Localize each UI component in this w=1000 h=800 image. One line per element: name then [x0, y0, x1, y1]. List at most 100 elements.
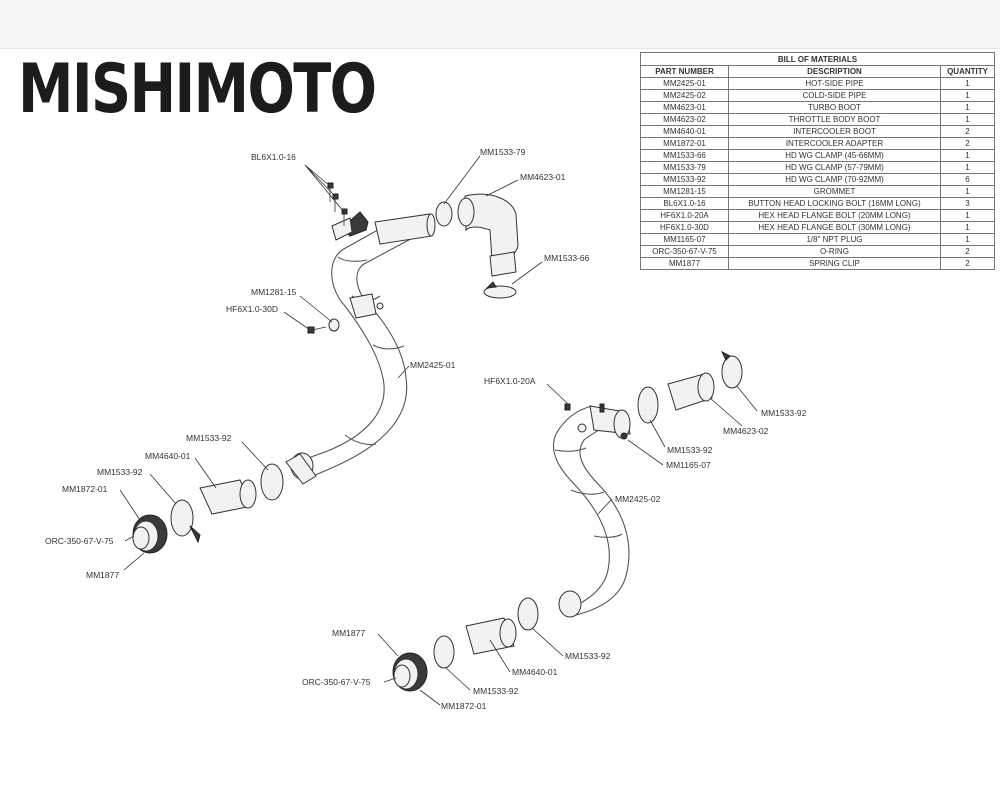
bom-cell-description: THROTTLE BODY BOOT: [728, 113, 941, 126]
bom-cell-quantity: 1: [939, 77, 996, 90]
bottom-clamp-stack-drawing: [392, 597, 539, 692]
hot-side-inlet-end: [374, 213, 436, 245]
bom-cell-quantity: 1: [939, 113, 996, 126]
bom-cell-quantity: 2: [939, 137, 996, 150]
callout-mm2425-02: MM2425-02: [615, 494, 661, 504]
callout-left-mm4640-01: MM4640-01: [145, 451, 191, 461]
bom-cell-description: HD WG CLAMP (57-79MM): [728, 161, 941, 174]
bom-cell-part-number: MM4640-01: [640, 125, 729, 138]
callout-mm4623-01: MM4623-01: [520, 172, 566, 182]
bom-cell-part-number: MM1872-01: [640, 137, 729, 150]
bom-cell-part-number: MM2425-01: [640, 77, 729, 90]
bom-cell-part-number: MM1533-79: [640, 161, 729, 174]
bom-cell-description: INTERCOOLER BOOT: [728, 125, 941, 138]
bom-cell-part-number: HF6X1.0-20A: [640, 209, 729, 222]
callout-bottom-orc-350-67-v-75: ORC-350-67-V-75: [302, 677, 371, 687]
bom-cell-description: HEX HEAD FLANGE BOLT (20MM LONG): [728, 209, 941, 222]
callout-left-mm1872-01: MM1872-01: [62, 484, 108, 494]
bom-cell-description: HD WG CLAMP (70-92MM): [728, 173, 941, 186]
bom-cell-quantity: 1: [939, 161, 996, 174]
bom-cell-quantity: 1: [939, 221, 996, 234]
bom-cell-part-number: MM1533-92: [640, 173, 729, 186]
cold-side-pipe-drawing: [552, 403, 631, 618]
bom-cell-description: SPRING CLIP: [728, 257, 941, 270]
callout-mm1533-66: MM1533-66: [544, 253, 590, 263]
callout-bottom-mm4640-01: MM4640-01: [512, 667, 558, 677]
callout-hf6x1-0-20a: HF6X1.0-20A: [484, 376, 536, 386]
callout-left-mm1533-92-b: MM1533-92: [97, 467, 143, 477]
bom-cell-description: BUTTON HEAD LOCKING BOLT (16MM LONG): [728, 197, 941, 210]
bom-cell-quantity: 1: [939, 89, 996, 102]
bom-cell-part-number: MM4623-02: [640, 113, 729, 126]
bom-cell-description: 1/8" NPT PLUG: [728, 233, 941, 246]
hot-side-flange-drawing: [331, 211, 369, 241]
callout-hf6x1-0-30d: HF6X1.0-30D: [226, 304, 278, 314]
bom-cell-quantity: 1: [939, 149, 996, 162]
callout-bl6x1-0-16: BL6X1.0-16: [251, 152, 296, 162]
bom-cell-part-number: HF6X1.0-30D: [640, 221, 729, 234]
bom-cell-description: HEX HEAD FLANGE BOLT (30MM LONG): [728, 221, 941, 234]
bom-cell-description: HOT-SIDE PIPE: [728, 77, 941, 90]
mishimoto-logo: MISHIMOTO: [18, 50, 377, 129]
callout-bottom-mm1877: MM1877: [332, 628, 365, 638]
callout-mm1165-07: MM1165-07: [666, 460, 711, 470]
bl6-bolts-drawing: [327, 182, 348, 226]
hot-side-pipe-drawing: [296, 221, 421, 481]
callout-bottom-mm1533-92-b: MM1533-92: [473, 686, 519, 696]
top-bar: [0, 0, 1000, 49]
callout-left-orc-350-67-v-75: ORC-350-67-V-75: [45, 536, 114, 546]
left-end-coupler: [285, 452, 317, 485]
callout-bottom-mm1872-01: MM1872-01: [441, 701, 487, 711]
callout-left-mm1533-92-a: MM1533-92: [186, 433, 232, 443]
bom-cell-description: GROMMET: [728, 185, 941, 198]
bom-cell-quantity: 1: [939, 185, 996, 198]
bom-cell-description: INTERCOOLER ADAPTER: [728, 137, 941, 150]
bom-cell-part-number: MM4623-01: [640, 101, 729, 114]
hf6-30d-bolt-drawing: [307, 318, 340, 334]
bom-header-quantity: QUANTITY: [939, 65, 996, 78]
bom-cell-quantity: 2: [939, 257, 996, 270]
callout-bottom-mm1533-92-a: MM1533-92: [565, 651, 611, 661]
callout-mm2425-01: MM2425-01: [410, 360, 456, 370]
bom-header-part-number: PART NUMBER: [640, 65, 729, 78]
callout-mm1281-15: MM1281-15: [251, 287, 297, 297]
callout-right-mm1533-92-top: MM1533-92: [761, 408, 807, 418]
left-clamp-stack-drawing: [132, 463, 284, 554]
bom-cell-part-number: MM1533-66: [640, 149, 729, 162]
bom-title: BILL OF MATERIALS: [639, 52, 996, 66]
callout-right-mm1533-92-mid: MM1533-92: [667, 445, 713, 455]
bom-cell-description: O-RING: [728, 245, 941, 258]
bom-cell-quantity: 2: [939, 245, 996, 258]
bom-cell-quantity: 6: [939, 173, 996, 186]
bom-cell-part-number: BL6X1.0-16: [640, 197, 729, 210]
bom-cell-part-number: MM1165-07: [640, 233, 729, 246]
bom-cell-description: TURBO BOOT: [728, 101, 941, 114]
bracket-drawing: [349, 293, 384, 319]
bom-cell-part-number: ORC-350-67-V-75: [640, 245, 729, 258]
bom-header-description: DESCRIPTION: [728, 65, 941, 78]
right-boot-drawing: [637, 350, 743, 424]
bom-cell-description: COLD-SIDE PIPE: [728, 89, 941, 102]
bom-cell-part-number: MM1281-15: [640, 185, 729, 198]
bom-cell-quantity: 1: [939, 209, 996, 222]
bom-cell-description: HD WG CLAMP (45-66MM): [728, 149, 941, 162]
callout-left-mm1877: MM1877: [86, 570, 119, 580]
bom-cell-quantity: 3: [939, 197, 996, 210]
turbo-boot-drawing: [435, 193, 519, 299]
bom-cell-quantity: 1: [939, 233, 996, 246]
